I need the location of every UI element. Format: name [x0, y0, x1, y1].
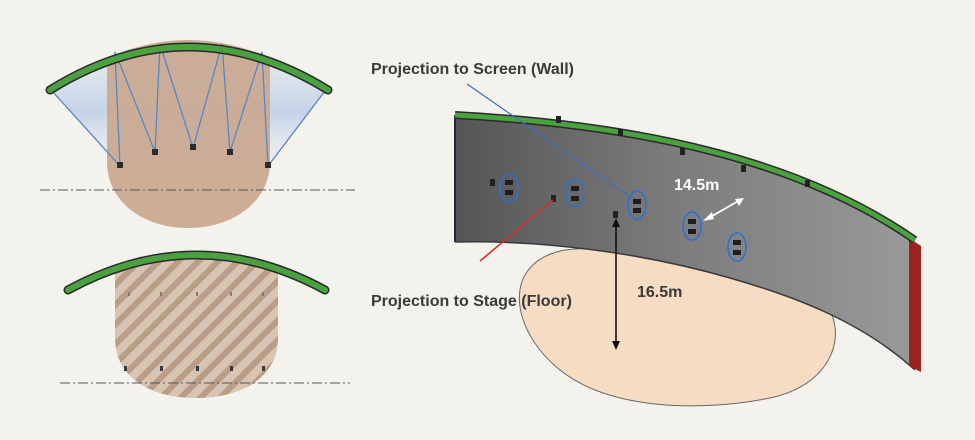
plan-view-wall-projection — [40, 40, 355, 228]
wall-callout-line — [466, 83, 634, 200]
curved-wall — [455, 115, 915, 370]
dimension-arrow-width — [703, 198, 744, 221]
wall-end-face — [909, 238, 921, 372]
wall-circled-projectors — [499, 173, 747, 262]
label-projection-floor: Projection to Stage (Floor) — [371, 293, 572, 310]
dimension-label-width: 14.5m — [674, 177, 720, 194]
label-projection-wall: Projection to Screen (Wall) — [371, 61, 574, 78]
dimension-arrow-height — [612, 218, 620, 350]
projectors-bottom — [124, 292, 265, 371]
projectors-top — [117, 144, 271, 168]
stage-area-bottom — [115, 254, 278, 398]
perspective-view — [454, 83, 921, 407]
plan-view-floor-projection — [60, 250, 350, 398]
dimension-label-height: 16.5m — [637, 284, 683, 301]
floor-callout-line — [479, 199, 554, 262]
wall-top-projectors — [490, 116, 810, 218]
